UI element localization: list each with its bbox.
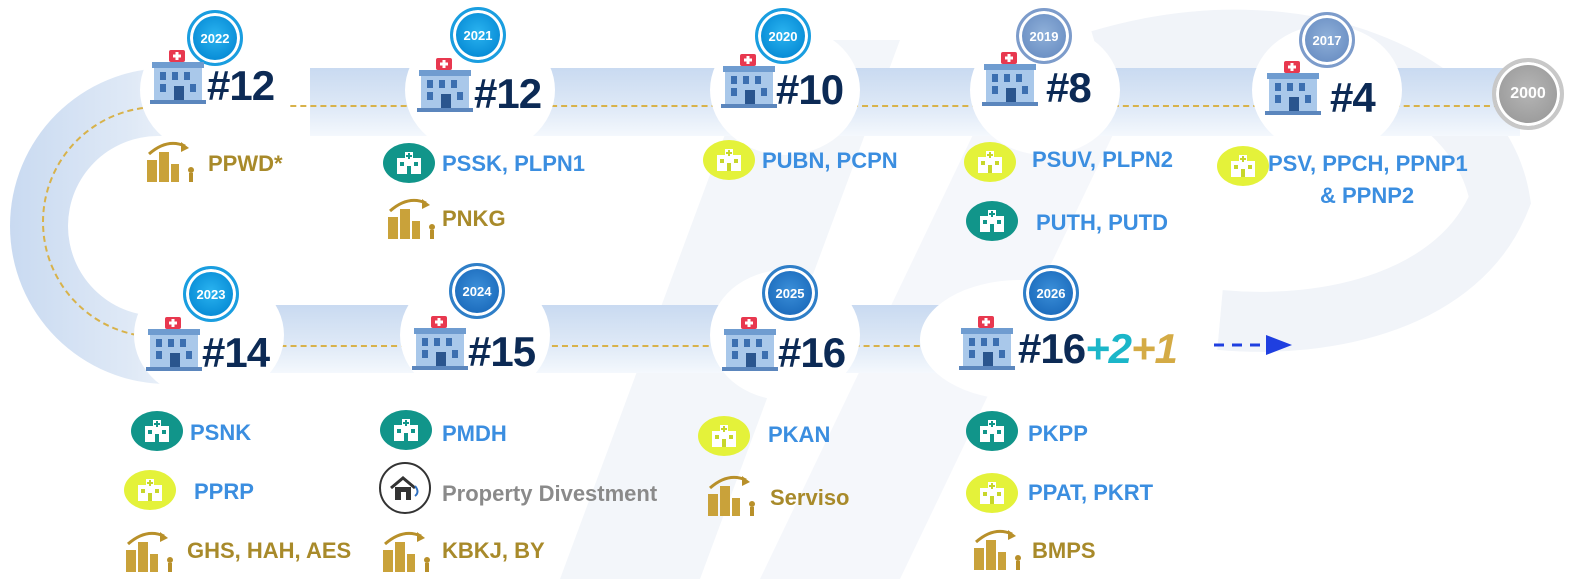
hospital-building-icon <box>150 50 206 104</box>
label-serviso: Serviso <box>770 485 850 510</box>
year-badge-2024: 2024 <box>449 263 505 319</box>
label-ppnp2: & PPNP2 <box>1320 183 1415 208</box>
label-ppwd: PPWD* <box>208 151 283 176</box>
hospital-lime-icon <box>1217 146 1269 186</box>
hospital-count-2021: #12 <box>474 70 542 117</box>
label-ppat-pkrt: PPAT, PKRT <box>1028 480 1154 505</box>
label-pssk-plpn1: PSSK, PLPN1 <box>442 151 586 176</box>
label-psuv-plpn2: PSUV, PLPN2 <box>1032 147 1174 172</box>
hospital-teal-icon <box>966 201 1018 241</box>
label-psnk: PSNK <box>190 420 252 445</box>
growth-chart-icon <box>126 531 173 572</box>
year-badge-2022: 2022 <box>187 10 243 66</box>
hospital-count-2026: #16+2+1 <box>1018 325 1178 372</box>
hospital-building-icon <box>721 54 777 108</box>
hospital-teal-icon <box>383 143 435 183</box>
hospital-lime-icon <box>698 416 750 456</box>
year-badge-2000: 2000 <box>1492 58 1564 130</box>
hospital-count-2025: #16 <box>778 329 846 376</box>
hospital-building-icon <box>417 58 473 112</box>
growth-chart-icon <box>974 529 1021 570</box>
hospital-building-icon <box>982 52 1038 106</box>
growth-chart-icon <box>383 531 430 572</box>
label-pmdh: PMDH <box>442 421 507 446</box>
label-psv-ppch-ppnp1: PSV, PPCH, PPNP1 <box>1268 151 1468 176</box>
hospital-building-icon <box>959 316 1015 370</box>
label-pubn-pcpn: PUBN, PCPN <box>762 148 898 173</box>
hospital-lime-icon <box>703 140 755 180</box>
label-kbkj-by: KBKJ, BY <box>442 538 545 563</box>
hospital-count-2022: #12 <box>207 62 275 109</box>
hospital-lime-icon <box>964 142 1016 182</box>
year-badge-2025: 2025 <box>762 265 818 321</box>
year-badge-2019: 2019 <box>1016 8 1072 64</box>
bottom-dashed-line <box>190 345 950 347</box>
label-property-divestment: Property Divestment <box>442 481 658 506</box>
label-pprp: PPRP <box>194 479 254 504</box>
hospital-lime-icon <box>966 473 1018 513</box>
year-badge-2026: 2026 <box>1023 265 1079 321</box>
label-pkan: PKAN <box>768 422 831 447</box>
hospital-building-icon <box>1265 61 1321 115</box>
label-pkpp: PKPP <box>1028 421 1088 446</box>
growth-chart-icon <box>388 198 435 239</box>
dashed-arrow-right-icon <box>1214 335 1292 355</box>
hospital-count-2023: #14 <box>202 329 270 376</box>
year-badge-2020: 2020 <box>755 8 811 64</box>
year-badge-2021: 2021 <box>450 7 506 63</box>
growth-chart-icon <box>147 141 194 182</box>
plus-two: +2 <box>1085 325 1132 372</box>
year-badge-2017: 2017 <box>1299 12 1355 68</box>
label-puth-putd: PUTH, PUTD <box>1036 210 1168 235</box>
hospital-teal-icon <box>131 411 183 451</box>
hospital-lime-icon <box>124 470 176 510</box>
year-badge-2023: 2023 <box>183 266 239 322</box>
label-bmps: BMPS <box>1032 538 1096 563</box>
hospital-count-2019: #8 <box>1046 64 1092 111</box>
plus-one: +1 <box>1130 325 1178 372</box>
hospital-count-2017: #4 <box>1330 74 1376 121</box>
hospital-teal-icon <box>380 410 432 450</box>
hospital-count-2020: #10 <box>776 66 844 113</box>
bottom-band <box>190 305 1010 373</box>
property-divestment-icon <box>379 462 431 514</box>
hospital-building-icon <box>146 317 202 371</box>
hospital-building-icon <box>722 317 778 371</box>
label-pnkg: PNKG <box>442 206 506 231</box>
hospital-count-2024: #15 <box>468 328 536 375</box>
hospital-teal-icon <box>966 411 1018 451</box>
growth-chart-icon <box>708 475 755 516</box>
hospital-building-icon <box>412 316 468 370</box>
label-ghs-hah-aes: GHS, HAH, AES <box>187 538 352 563</box>
